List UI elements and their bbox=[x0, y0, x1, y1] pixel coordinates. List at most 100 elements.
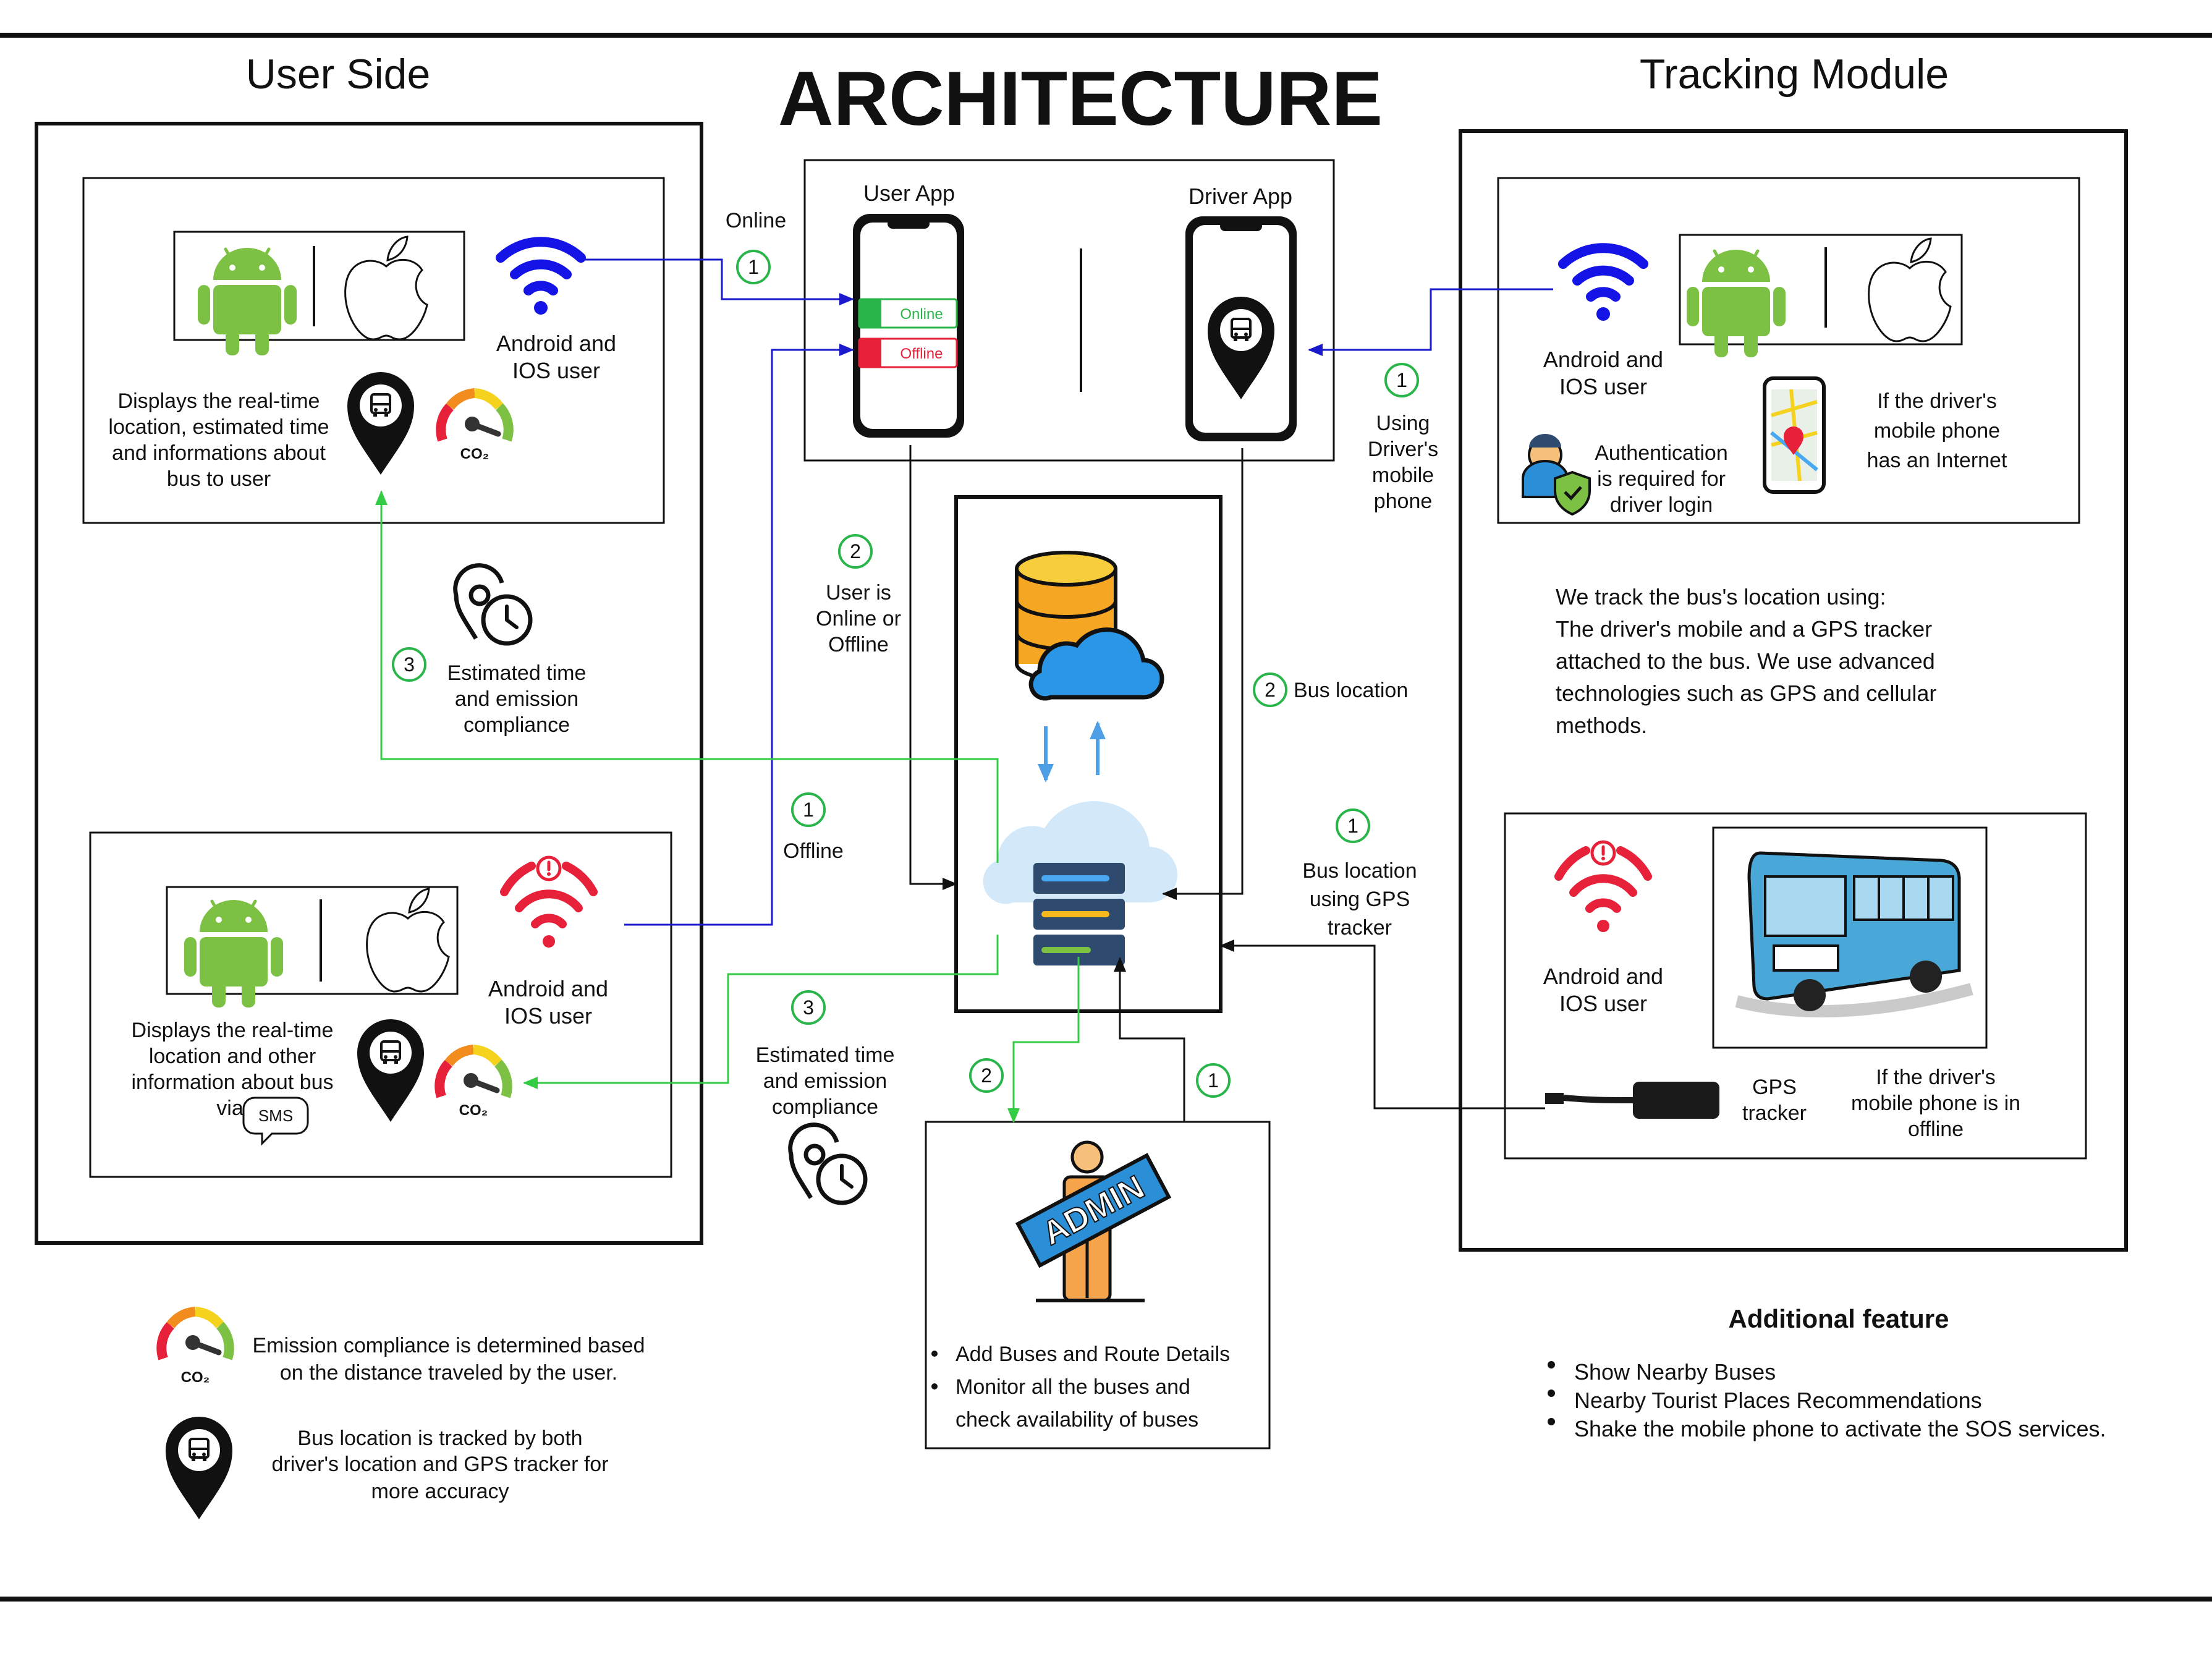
wifi-offline-icon bbox=[1559, 842, 1648, 932]
platform-label-line1: Android and bbox=[1543, 347, 1663, 372]
driver-phone-label: Using bbox=[1376, 412, 1430, 435]
estimated-time-label: compliance bbox=[772, 1095, 878, 1119]
apple-icon bbox=[1868, 237, 1952, 342]
platform-box bbox=[173, 231, 465, 341]
description-line: and informations about bbox=[112, 441, 326, 465]
tracking-description: The driver's mobile and a GPS tracker bbox=[1556, 616, 1932, 642]
user-status-label: User is bbox=[826, 581, 891, 605]
step-number: 1 bbox=[1347, 815, 1358, 837]
co2-label: CO₂ bbox=[181, 1369, 210, 1386]
legend-emission: on the distance traveled by the user. bbox=[280, 1361, 617, 1385]
estimated-top-connector bbox=[375, 490, 999, 863]
cloud-icon bbox=[1028, 627, 1164, 701]
online-button-label: Online bbox=[900, 306, 943, 323]
estimated-bottom-connector bbox=[523, 935, 999, 1089]
description-line: location and other bbox=[149, 1045, 316, 1068]
tracking-offline-panel bbox=[1504, 812, 2087, 1160]
tracking-online-panel bbox=[1497, 177, 2080, 524]
android-icon bbox=[1687, 250, 1786, 357]
step-number: 1 bbox=[1396, 369, 1407, 391]
description-line: information about bus bbox=[132, 1071, 334, 1094]
internet-label: mobile phone bbox=[1874, 419, 2000, 443]
driver-auth-icon bbox=[1522, 434, 1591, 516]
driver-phone-label: Driver's bbox=[1368, 438, 1438, 461]
step-number: 3 bbox=[803, 996, 814, 1019]
feature-item: Nearby Tourist Places Recommendations bbox=[1574, 1388, 1982, 1413]
feature-item: Shake the mobile phone to activate the S… bbox=[1574, 1416, 2106, 1441]
admin-to-server bbox=[1114, 957, 1185, 1122]
sms-bubble-icon bbox=[242, 1097, 309, 1146]
platform-label-line2: IOS user bbox=[512, 358, 600, 383]
estimated-time-icon bbox=[790, 1125, 865, 1203]
co2-gauge-icon bbox=[439, 1050, 507, 1108]
legend-bus-location: Bus location is tracked by both bbox=[297, 1427, 582, 1450]
step-number: 2 bbox=[1265, 679, 1276, 701]
offline-mode-label: offline bbox=[1908, 1118, 1964, 1141]
platform-label-line2: IOS user bbox=[1559, 374, 1647, 399]
legend-emission: Emission compliance is determined based bbox=[253, 1334, 645, 1357]
user-side-box bbox=[35, 122, 703, 1245]
estimated-time-label: and emission bbox=[455, 687, 578, 711]
admin-icon: ADMIN bbox=[1015, 1140, 1172, 1302]
description-line: Displays the real-time bbox=[132, 1019, 334, 1042]
bus-location-pin-icon bbox=[164, 1415, 234, 1521]
offline-flow-label: Offline bbox=[783, 839, 844, 863]
bus-image-frame bbox=[1712, 826, 1988, 1049]
bus-location-label: Bus location bbox=[1294, 679, 1408, 702]
estimated-time-label: Estimated time bbox=[447, 661, 587, 685]
co2-label: CO₂ bbox=[460, 446, 489, 462]
legend-bus-location: more accuracy bbox=[371, 1480, 509, 1503]
apple-icon bbox=[344, 235, 428, 341]
auth-label: Authentication bbox=[1595, 441, 1728, 465]
platform-label-line2: IOS user bbox=[1559, 991, 1647, 1016]
description-line: location, estimated time bbox=[108, 415, 329, 439]
offline-connector bbox=[624, 344, 854, 926]
co2-label: CO₂ bbox=[459, 1102, 488, 1119]
offline-button-label: Offline bbox=[900, 346, 943, 362]
step-number: 1 bbox=[803, 799, 814, 821]
offline-button[interactable]: Offline bbox=[858, 337, 958, 368]
user-online-panel bbox=[82, 177, 665, 524]
driver-app-to-server bbox=[1162, 448, 1244, 900]
wifi-icon bbox=[501, 242, 581, 315]
admin-bullet: Add Buses and Route Details bbox=[956, 1343, 1230, 1366]
description-line: bus to user bbox=[167, 467, 271, 491]
estimated-time-label: and emission bbox=[763, 1069, 887, 1093]
legend-bus-location: driver's location and GPS tracker for bbox=[271, 1453, 608, 1476]
gps-label: GPS bbox=[1752, 1076, 1797, 1099]
user-side-heading: User Side bbox=[246, 51, 431, 98]
server-icon bbox=[983, 801, 1177, 965]
sms-label: SMS bbox=[258, 1106, 293, 1125]
apps-box bbox=[803, 159, 1335, 462]
bus-icon bbox=[1735, 851, 1973, 1017]
user-app-label: User App bbox=[863, 180, 955, 206]
driver-app-label: Driver App bbox=[1189, 184, 1292, 209]
gps-label: tracker bbox=[1742, 1101, 1807, 1125]
gps-tracker-icon bbox=[1545, 1082, 1719, 1119]
user-status-label: Offline bbox=[828, 633, 889, 656]
online-connector bbox=[584, 258, 854, 305]
user-app-to-server bbox=[909, 445, 957, 890]
internet-label: has an Internet bbox=[1867, 449, 2007, 472]
estimated-time-label: Estimated time bbox=[756, 1043, 895, 1067]
apple-icon bbox=[366, 888, 450, 993]
estimated-time-icon bbox=[456, 566, 530, 643]
step-number: 2 bbox=[850, 540, 861, 562]
server-box bbox=[954, 495, 1223, 1013]
online-button[interactable]: Online bbox=[858, 298, 958, 329]
description-line: Displays the real-time bbox=[118, 389, 320, 413]
android-icon bbox=[184, 900, 283, 1008]
co2-gauge-icon bbox=[441, 393, 508, 451]
admin-bullet: check availability of buses bbox=[956, 1408, 1198, 1432]
admin-bullet: Monitor all the buses and bbox=[956, 1375, 1190, 1399]
user-offline-panel bbox=[89, 831, 672, 1178]
tracking-module-heading: Tracking Module bbox=[1640, 51, 1949, 98]
online-flow-label: Online bbox=[726, 209, 786, 232]
platform-label-line1: Android and bbox=[488, 976, 608, 1001]
step-number: 3 bbox=[404, 653, 415, 676]
gps-to-server bbox=[1219, 940, 1545, 1110]
description-line: via bbox=[216, 1097, 244, 1120]
map-phone-icon bbox=[1763, 376, 1826, 494]
tracking-description: We track the bus's location using: bbox=[1556, 584, 1886, 609]
wifi-offline-icon bbox=[504, 857, 593, 948]
